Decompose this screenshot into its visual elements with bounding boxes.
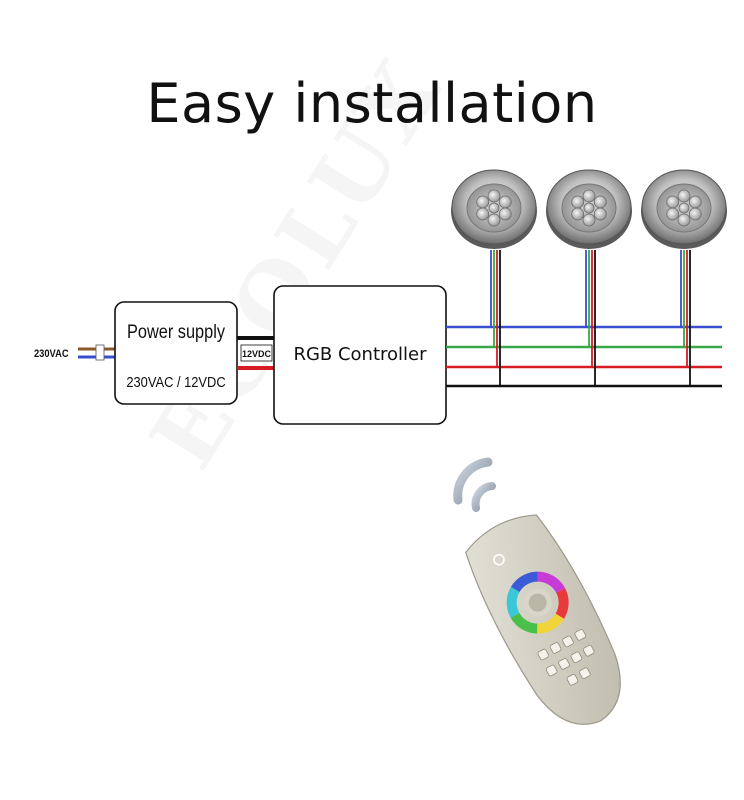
power-supply-box: Power supply 230VAC / 12VDC — [114, 301, 238, 405]
rgb-controller-box: RGB Controller — [273, 285, 447, 425]
led-chip — [498, 195, 512, 209]
led-chip — [571, 207, 585, 221]
rgb-controller-label: RGB Controller — [293, 344, 427, 365]
led-chip — [688, 195, 702, 209]
led-chip — [571, 195, 585, 209]
led-chip — [582, 213, 596, 227]
led-chip — [593, 195, 607, 209]
dc-label: 12VDC — [242, 349, 272, 359]
dc-wires: 12VDC — [237, 336, 274, 370]
led-chip — [582, 189, 596, 203]
rgb-remote-control — [465, 514, 621, 725]
input-label: 230VAC — [34, 348, 69, 360]
wireless-signal-icon — [453, 457, 496, 512]
led-chip — [688, 207, 702, 221]
color-wheel — [506, 571, 569, 634]
led-chip — [498, 207, 512, 221]
led-lights — [451, 169, 727, 249]
led-chip — [677, 189, 691, 203]
led-chip — [666, 195, 680, 209]
led-chip — [593, 207, 607, 221]
led-chip — [476, 195, 490, 209]
led-light-2 — [546, 169, 632, 249]
led-chip — [487, 213, 501, 227]
output-bus — [446, 325, 722, 388]
power-supply-rating: 230VAC / 12VDC — [126, 373, 225, 390]
power-supply-label: Power supply — [127, 321, 225, 342]
led-chip — [476, 207, 490, 221]
ac-input-wires — [78, 344, 115, 361]
led-light-1 — [451, 169, 537, 249]
page-title: Easy installation — [146, 72, 598, 135]
power-button-icon — [493, 553, 505, 566]
led-light-3 — [641, 169, 727, 249]
led-chip — [487, 189, 501, 203]
light-drop-wires — [490, 250, 691, 386]
led-chip — [666, 207, 680, 221]
led-chip — [677, 213, 691, 227]
